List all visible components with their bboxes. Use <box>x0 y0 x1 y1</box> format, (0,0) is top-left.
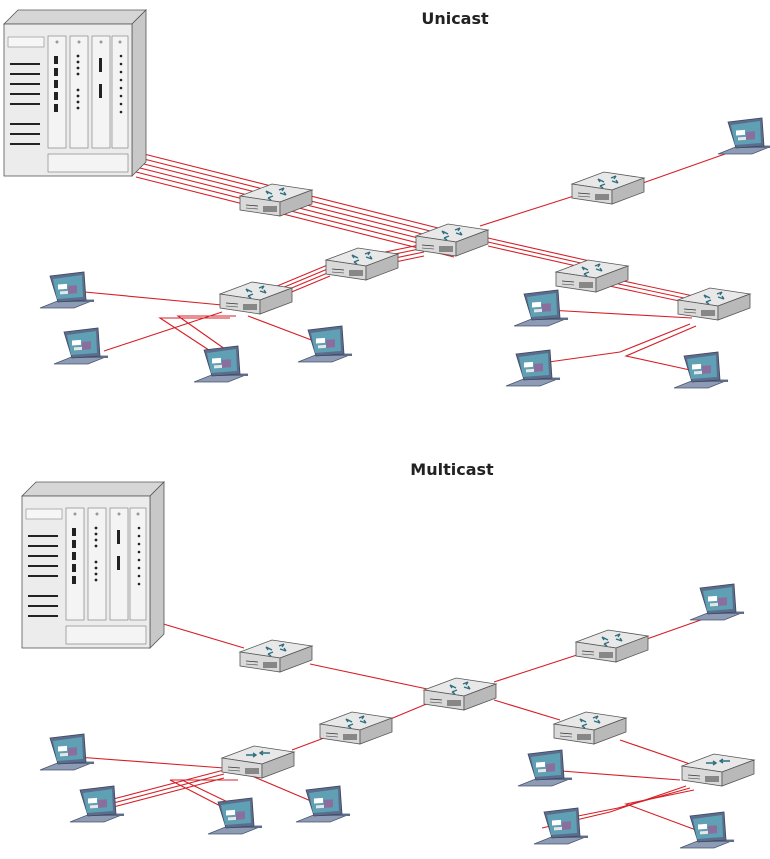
router-icon <box>678 288 750 320</box>
laptop-icon <box>673 351 729 389</box>
multicast-title: Multicast <box>410 460 494 479</box>
multicast-panel: Multicast <box>21 460 754 849</box>
rack-server-icon <box>21 481 165 649</box>
router-icon <box>240 640 312 672</box>
switch-icon <box>682 754 754 786</box>
router-icon <box>220 282 292 314</box>
multicast-server <box>21 481 165 649</box>
laptop-icon <box>53 327 109 365</box>
laptop-icon <box>295 785 351 823</box>
laptop-icon <box>39 271 95 309</box>
laptop-icon <box>679 811 735 849</box>
laptop-icon <box>513 289 569 327</box>
unicast-routers <box>220 172 750 320</box>
laptop-icon <box>517 749 573 787</box>
router-icon <box>416 224 488 256</box>
router-icon <box>320 712 392 744</box>
switch-icon <box>222 746 294 778</box>
router-icon <box>424 678 496 710</box>
laptop-icon <box>297 325 353 363</box>
router-icon <box>572 172 644 204</box>
laptop-icon <box>689 583 745 621</box>
laptop-icon <box>193 345 249 383</box>
multicast-routers <box>240 630 648 744</box>
rack-server-icon <box>3 9 147 177</box>
router-icon <box>554 712 626 744</box>
router-icon <box>576 630 648 662</box>
router-icon <box>326 248 398 280</box>
unicast-server <box>3 9 147 177</box>
laptop-icon <box>505 349 561 387</box>
laptop-icon <box>39 733 95 771</box>
laptop-icon <box>69 785 125 823</box>
unicast-title: Unicast <box>421 9 489 28</box>
laptop-icon <box>717 117 770 155</box>
laptop-icon <box>533 807 589 845</box>
unicast-laptops <box>39 117 770 389</box>
unicast-panel: Unicast <box>3 9 770 389</box>
router-icon <box>240 184 312 216</box>
